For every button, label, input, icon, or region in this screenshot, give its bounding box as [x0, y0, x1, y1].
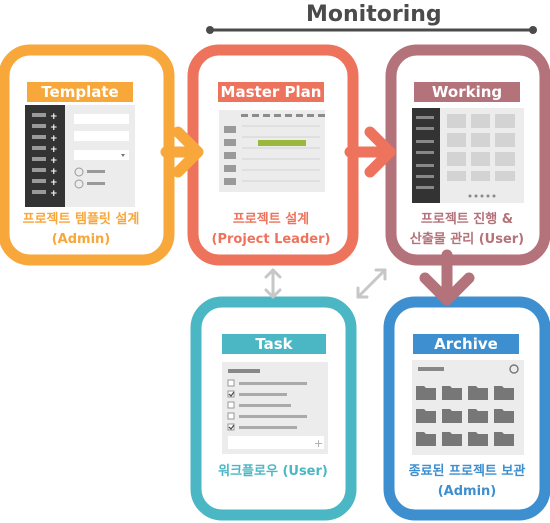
- master-plan-caption: 프로젝트 설계 (Project Leader): [186, 210, 356, 250]
- svg-text:+: +: [50, 189, 58, 199]
- template-sidebar: [25, 103, 65, 207]
- template-caption-line1: 프로젝트 템플릿 설계: [22, 212, 140, 227]
- svg-text:+: +: [314, 437, 323, 450]
- template-title-box: Template: [24, 79, 136, 105]
- master-plan-title: Master Plan: [220, 83, 322, 101]
- archive-title: Archive: [434, 335, 498, 353]
- svg-text:+: +: [50, 134, 58, 144]
- monitoring-label: Monitoring: [306, 2, 442, 27]
- template-caption: 프로젝트 템플릿 설계 (Admin): [0, 210, 166, 250]
- working-caption-line1: 프로젝트 진행 &: [420, 212, 514, 227]
- master-plan-caption-line2: (Project Leader): [211, 232, 331, 247]
- working-caption-line2: 산출물 관리 (User): [409, 232, 525, 247]
- task-caption: 워크플로우 (User): [188, 462, 358, 482]
- task-caption-line1: 워크플로우 (User): [218, 464, 328, 479]
- working-caption: 프로젝트 진행 & 산출물 관리 (User): [382, 210, 550, 250]
- arrow-template-to-masterplan: [160, 126, 204, 178]
- template-title: Template: [41, 83, 119, 101]
- master-plan-caption-line1: 프로젝트 설계: [232, 212, 310, 227]
- working-title-box: Working: [411, 79, 523, 105]
- svg-text:+: +: [50, 178, 58, 188]
- svg-text:+: +: [50, 112, 58, 122]
- monitoring-bracket: [206, 26, 537, 34]
- arrow-masterplan-to-working: [344, 126, 396, 178]
- task-title: Task: [255, 335, 293, 353]
- svg-text:+: +: [50, 145, 58, 155]
- svg-text:+: +: [50, 123, 58, 133]
- archive-title-box: Archive: [410, 331, 522, 357]
- master-plan-title-box: Master Plan: [215, 79, 327, 105]
- arrow-working-to-archive: [419, 249, 475, 306]
- task-title-box: Task: [219, 331, 329, 357]
- arrow-working-task: [356, 268, 387, 299]
- archive-caption-line2: (Admin): [437, 484, 497, 499]
- template-caption-line2: (Admin): [51, 232, 111, 247]
- svg-text:+: +: [50, 156, 58, 166]
- arrow-masterplan-task: [264, 268, 282, 299]
- working-title: Working: [431, 83, 503, 101]
- archive-caption-line1: 종료된 프로젝트 보관: [408, 464, 526, 479]
- svg-text:+: +: [50, 167, 58, 177]
- gantt-bar: [258, 140, 306, 146]
- archive-caption: 종료된 프로젝트 보관 (Admin): [382, 462, 550, 502]
